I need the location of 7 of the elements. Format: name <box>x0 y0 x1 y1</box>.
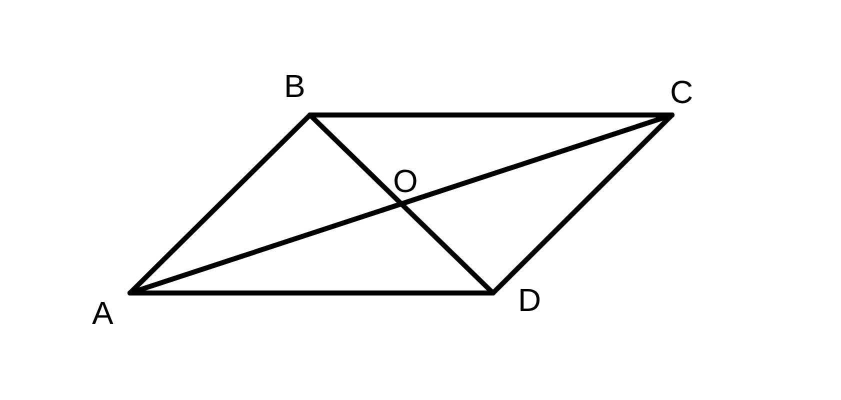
vertex-label: A <box>92 297 114 329</box>
point-label: O <box>393 165 418 197</box>
line-segment <box>308 112 496 296</box>
line-segment <box>128 112 674 296</box>
vertex-label: B <box>284 70 306 102</box>
vertex-label: C <box>670 76 694 108</box>
vertex-label: D <box>518 284 542 316</box>
